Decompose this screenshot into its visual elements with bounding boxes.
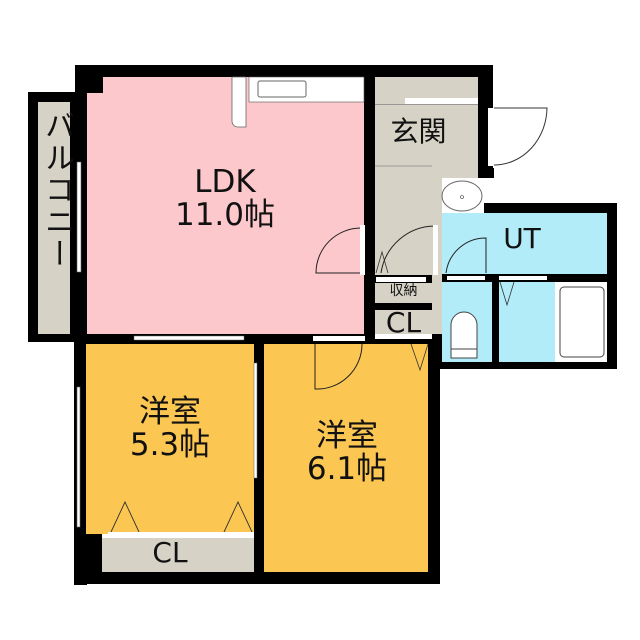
ldk-area [87,77,364,334]
storage-small-label: 収納 [389,283,418,299]
bedroom2-name: 洋室 [316,418,378,454]
ut-entry-door-icon [380,225,436,274]
ldk-size: 11.0帖 [174,197,276,234]
bedroom1-window [76,386,81,528]
bedroom1-label: 洋室 5.3帖 [95,394,245,464]
washbasin-icon [441,180,483,212]
entrance-label: 玄関 [390,115,447,148]
closet-hall-label: CL [385,306,422,339]
ldk-name: LDK [194,164,256,200]
ut-label: UT [503,222,541,255]
balcony-label: バルコニー [39,110,74,270]
bathtub-icon [559,286,605,358]
entrance-door-icon [493,107,548,166]
fridge-space [231,76,247,128]
bedroom1-sliding-door [133,335,245,341]
bedroom2-door-icon [314,343,363,390]
bedroom1-size: 5.3帖 [129,427,211,464]
storage-small-area [375,283,432,303]
closet-hall-area [375,310,432,334]
sink-icon [257,80,307,98]
bedroom1-area [86,344,254,534]
closet-bedroom1-area [102,538,254,572]
toilet-icon [450,311,478,359]
bedroom2-size: 6.1帖 [306,451,388,488]
balcony-area [38,102,70,334]
bedroom-partition-window [253,362,258,479]
balcony-window [76,161,82,273]
ldk-door-icon [315,227,362,274]
bedroom2-area [264,344,428,572]
ldk-room-label: LDK 11.0帖 [150,164,300,234]
bedroom1-name: 洋室 [139,394,201,430]
closet-bedroom1-label: CL [152,536,188,569]
bedroom2-label: 洋室 6.1帖 [272,418,422,488]
ut-door-icon [445,237,487,274]
